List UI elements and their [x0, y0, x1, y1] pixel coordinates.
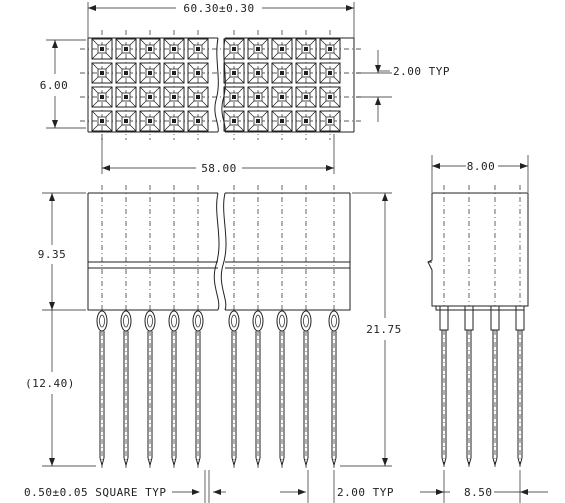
contact-cell [271, 86, 293, 108]
front-pin [168, 185, 180, 468]
contact-cell [295, 38, 317, 60]
contact-cell [115, 110, 137, 132]
contact-cell [319, 110, 341, 132]
dim-pitch-bottom: 2.00 TYP [337, 486, 394, 499]
contact-cell [187, 86, 209, 108]
contact-cell [91, 86, 113, 108]
front-pin-row [96, 185, 340, 468]
contact-cell [319, 62, 341, 84]
front-pin [328, 185, 340, 468]
contact-cell [271, 38, 293, 60]
dim-body-height: 9.35 [38, 248, 67, 261]
front-pin [144, 185, 156, 468]
contact-cell [319, 86, 341, 108]
dim-side-pin-span: 8.50 [464, 486, 493, 499]
side-pin [464, 185, 474, 468]
contact-cell [91, 62, 113, 84]
contact-cell [223, 62, 245, 84]
contact-cell [139, 86, 161, 108]
contact-cell [271, 110, 293, 132]
contact-cell [223, 110, 245, 132]
front-pin [192, 185, 204, 468]
side-pin-row [439, 185, 525, 468]
front-pin [300, 185, 312, 468]
contact-cell [163, 62, 185, 84]
side-pin [490, 185, 500, 468]
front-pin [276, 185, 288, 468]
contact-cell [187, 62, 209, 84]
contact-cell [91, 110, 113, 132]
contact-cell [115, 38, 137, 60]
contact-cell [319, 38, 341, 60]
contact-cell [91, 38, 113, 60]
contact-cell [295, 110, 317, 132]
side-view: 8.00 8.50 [420, 155, 548, 503]
contact-cell [247, 110, 269, 132]
contact-cell [139, 62, 161, 84]
dim-pin-span: 58.00 [201, 162, 237, 175]
front-pin [252, 185, 264, 468]
contact-cell [139, 110, 161, 132]
dim-tail-length: (12.40) [25, 377, 75, 390]
contact-cell [295, 86, 317, 108]
contact-cell [187, 38, 209, 60]
contact-cell [115, 86, 137, 108]
contact-cell [223, 86, 245, 108]
contact-cell [223, 38, 245, 60]
contact-cell [163, 38, 185, 60]
contact-cell [139, 38, 161, 60]
front-pin [228, 185, 240, 468]
contact-cell [247, 62, 269, 84]
dim-height-top: 6.00 [40, 79, 69, 92]
contact-cell [247, 86, 269, 108]
front-pin [96, 185, 108, 468]
contact-cell [271, 62, 293, 84]
side-pin [515, 185, 525, 468]
top-view: 60.30±0.30 6.00 2.00 TYP [40, 2, 450, 175]
contact-cell [163, 86, 185, 108]
contact-cell [163, 110, 185, 132]
contact-cell-grid [80, 30, 362, 140]
dim-pin-square: 0.50±0.05 SQUARE TYP [24, 486, 166, 499]
front-pin [120, 185, 132, 468]
dim-overall-height: 21.75 [366, 323, 402, 336]
front-view: 9.35 (12.40) 21.75 0.50±0.05 SQUARE TYP … [24, 185, 402, 503]
dim-overall-width: 60.30±0.30 [183, 2, 254, 15]
dim-side-width: 8.00 [467, 160, 496, 173]
contact-cell [187, 110, 209, 132]
contact-cell [295, 62, 317, 84]
side-pin [439, 185, 449, 468]
contact-cell [247, 38, 269, 60]
contact-cell [115, 62, 137, 84]
dim-pitch-typ: 2.00 TYP [393, 65, 450, 78]
